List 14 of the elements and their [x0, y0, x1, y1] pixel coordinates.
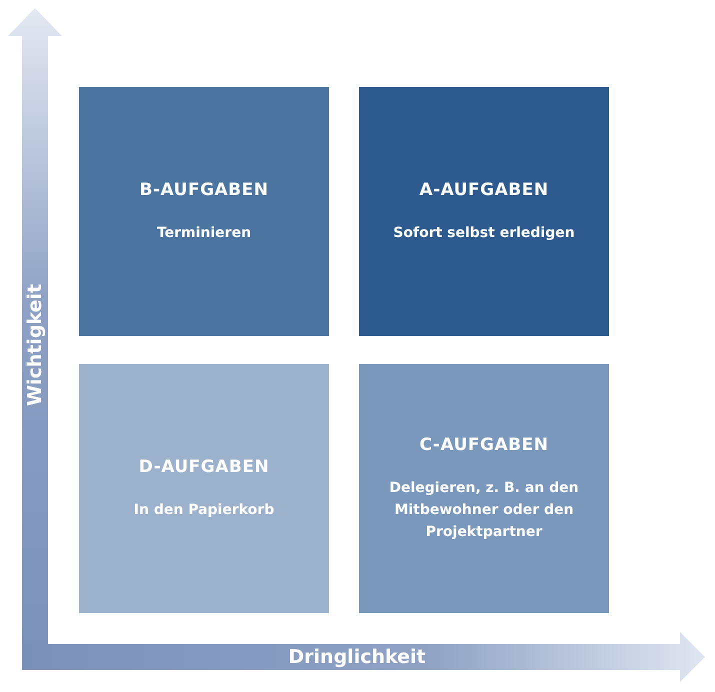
quadrant-box [79, 87, 329, 336]
quadrant-description: Delegieren, z. B. an den Mitbewohner oder den Projektpartner [388, 478, 580, 542]
quadrant-box [359, 87, 609, 336]
quadrant-description: Terminieren [156, 224, 252, 242]
quadrant-box [79, 364, 329, 613]
quadrant-description: In den Papierkorb [134, 500, 274, 520]
axis-label: Wichtigkeit [24, 284, 46, 406]
quadrant-heading: C-AUFGABEN [420, 434, 548, 454]
quadrant-heading: D-AUFGABEN [138, 456, 270, 476]
quadrant-heading: A-AUFGABEN [419, 180, 549, 200]
quadrant-box [359, 364, 609, 613]
quadrant-description: Sofort selbst erledigen [393, 224, 575, 242]
axis-label: Dringlichkeit [288, 646, 426, 668]
quadrant-heading: B-AUFGABEN [140, 180, 268, 200]
